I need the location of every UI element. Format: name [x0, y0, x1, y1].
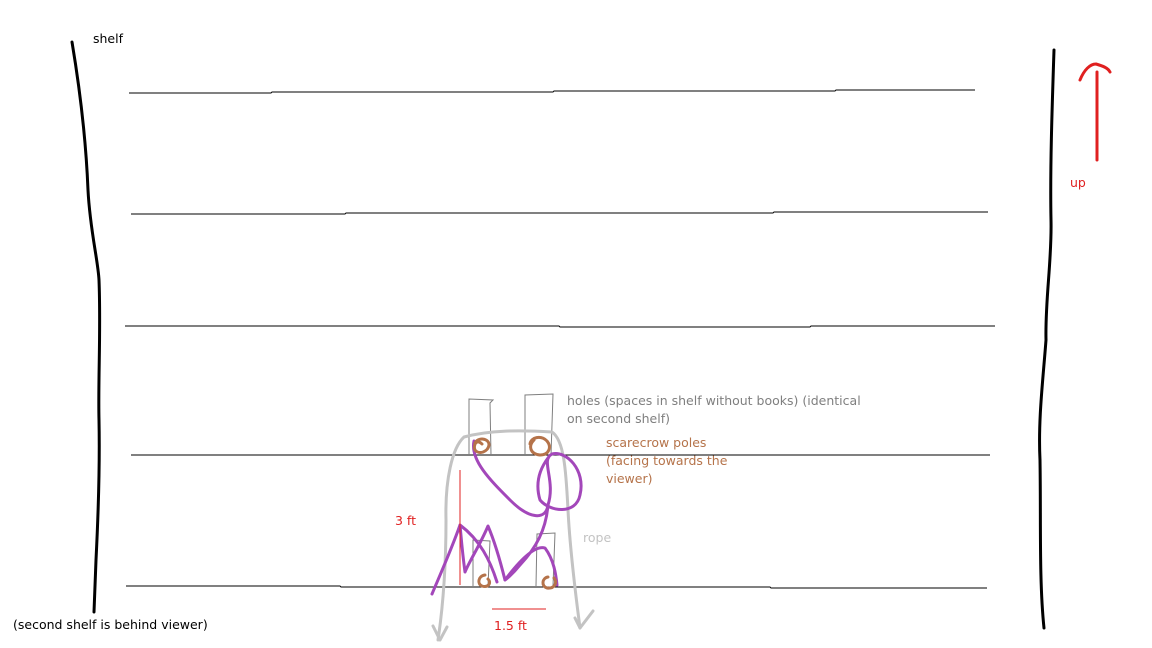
width-label: 1.5 ft: [494, 618, 527, 633]
hole-upper-left: [468, 398, 495, 456]
second-shelf-note: (second shelf is behind viewer): [13, 617, 208, 632]
right-shelf-side: [1038, 48, 1056, 630]
scarecrow-poles: [472, 435, 558, 590]
scarecrow-pole-lower-right: [541, 575, 558, 590]
grey-rope: [436, 429, 582, 642]
height-label: 3 ft: [395, 513, 417, 528]
hole-upper-right: [524, 393, 554, 456]
scarecrow-pole-upper-left: [472, 437, 491, 454]
scarecrow-poles-label-line1: scarecrow poles: [606, 435, 707, 450]
shelf-board-5: [126, 585, 987, 589]
scarecrow-poles-label-line3: viewer): [606, 471, 653, 486]
shelf-boards: [125, 89, 995, 589]
scarecrow-pole-lower-left: [477, 573, 492, 588]
left-shelf-side: [70, 40, 102, 614]
grey-rope-arrowhead-left: [431, 624, 449, 642]
shelf-board-2: [131, 211, 988, 215]
shelf-board-3: [125, 325, 995, 328]
holes-label-line2: on second shelf): [567, 411, 670, 426]
hole-lower-right: [535, 532, 556, 587]
holes-label-line1: holes (spaces in shelf without books) (i…: [567, 393, 861, 408]
shelf-board-1: [129, 89, 975, 94]
up-arrow-icon: [1078, 62, 1112, 82]
up-label: up: [1070, 175, 1086, 190]
purple-rope: [430, 439, 583, 596]
grey-rope-arrowhead-right: [573, 609, 595, 630]
scarecrow-poles-label-line2: (facing towards the: [606, 453, 728, 468]
scarecrow-pole-upper-right: [528, 435, 551, 457]
rope-label: rope: [583, 530, 612, 545]
holes: [468, 393, 556, 587]
shelf-label: shelf: [93, 31, 123, 46]
